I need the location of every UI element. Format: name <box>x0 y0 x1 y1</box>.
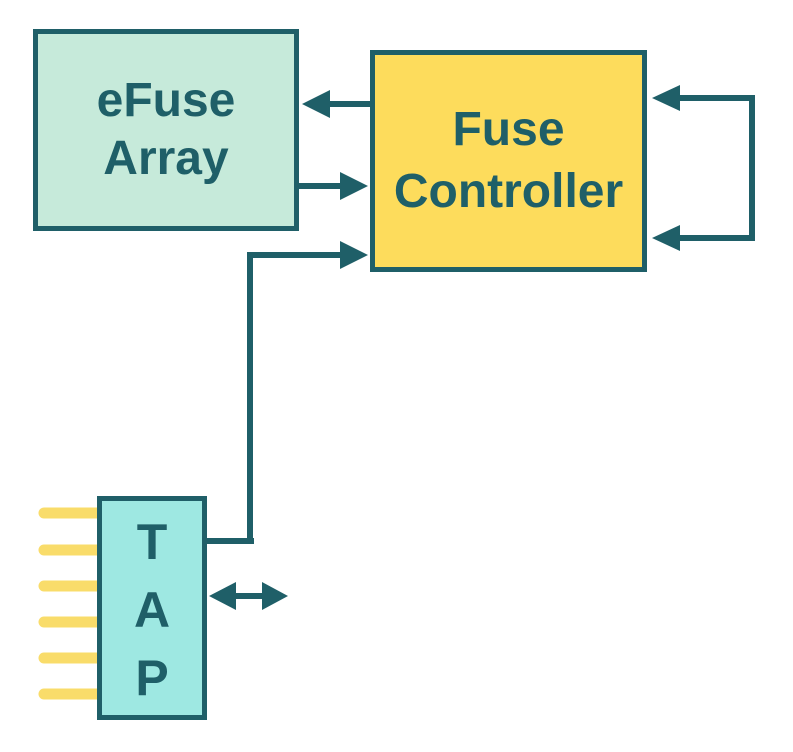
arrow-controller-to-efuse <box>302 90 372 118</box>
efuse-array-label-line1: eFuse <box>96 74 236 127</box>
tap-letter: A <box>133 582 171 638</box>
feedback-loop-arrow <box>652 85 755 251</box>
tap-pins <box>38 507 103 700</box>
fuse-controller-label-line2: Controller <box>393 165 624 218</box>
tap-letter: P <box>135 650 169 706</box>
efuse-array-block: eFuse Array <box>33 29 299 231</box>
efuse-array-label-line2: Array <box>103 132 229 185</box>
arrow-tap-to-controller <box>202 241 368 544</box>
bidirectional-arrow <box>209 582 288 610</box>
tap-letter: T <box>136 514 168 570</box>
fuse-controller-block: Fuse Controller <box>370 50 647 272</box>
fuse-controller-label-line1: Fuse <box>452 103 565 156</box>
arrow-efuse-to-controller <box>299 172 368 200</box>
tap-block: T A P <box>97 496 207 720</box>
